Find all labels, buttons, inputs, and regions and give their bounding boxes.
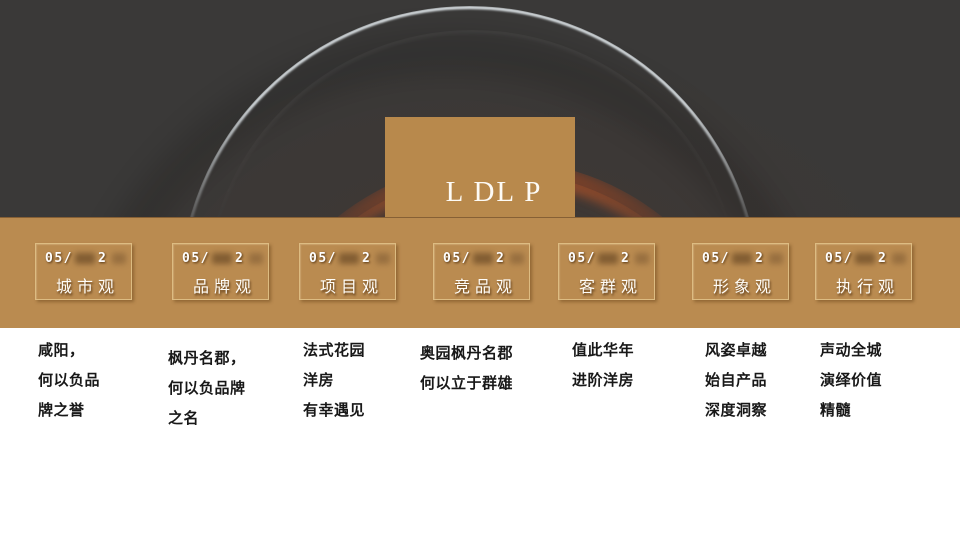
description-line: 之名 (168, 410, 200, 427)
redacted-text-blur (211, 252, 232, 264)
section-label: 项目观 (319, 277, 383, 296)
section-description-project: 法式花园 洋房 有幸遇见 (303, 336, 435, 426)
redacted-text-blur (472, 252, 493, 264)
description-line: 何以负品牌 (168, 380, 246, 397)
section-number-row: 05/ 2 (568, 250, 654, 266)
section-box-brand[interactable]: 05/ 2 品牌观 (172, 243, 269, 300)
section-number-row: 05/ 2 (702, 250, 788, 266)
description-line: 洋房 (303, 372, 335, 389)
section-description-image: 风姿卓越 始自产品 深度洞察 (705, 336, 837, 426)
description-line: 奥园枫丹名郡 (420, 345, 514, 362)
description-line: 有幸遇见 (303, 402, 366, 419)
section-number: 2 (234, 250, 245, 266)
section-prefix: 05/ (443, 250, 471, 266)
section-label: 执行观 (835, 277, 899, 296)
section-label: 城市观 (55, 277, 119, 296)
section-number: 2 (361, 250, 372, 266)
section-box-execution[interactable]: 05/ 2 执行观 (815, 243, 912, 300)
section-box-image[interactable]: 05/ 2 形象观 (692, 243, 789, 300)
description-line: 枫丹名郡， (168, 350, 246, 367)
redacted-text-blur (112, 252, 127, 264)
section-description-execution: 声动全城 演绎价值 精髓 (820, 336, 952, 426)
description-line: 值此华年 (572, 342, 635, 359)
hero-image (0, 0, 960, 217)
section-number-row: 05/ 2 (45, 250, 131, 266)
description-line: 牌之誉 (38, 402, 85, 419)
section-box-city[interactable]: 05/ 2 城市观 (35, 243, 132, 300)
section-number: 2 (97, 250, 108, 266)
section-prefix: 05/ (568, 250, 596, 266)
section-label: 品牌观 (192, 277, 256, 296)
redacted-text-blur (769, 252, 784, 264)
description-line: 进阶洋房 (572, 372, 635, 389)
section-number: 2 (877, 250, 888, 266)
section-description-customers: 值此华年 进阶洋房 (572, 336, 704, 396)
redacted-text-blur (249, 252, 264, 264)
redacted-text-blur (338, 252, 359, 264)
section-number: 2 (620, 250, 631, 266)
description-line: 演绎价值 (820, 372, 883, 389)
redacted-text-blur (892, 252, 907, 264)
section-band: 05/ 2 城市观 05/ 2 品牌观 05/ 2 项目观 (0, 217, 960, 328)
description-line: 咸阳， (38, 342, 85, 359)
section-number-row: 05/ 2 (182, 250, 268, 266)
description-line: 风姿卓越 (705, 342, 768, 359)
section-number-row: 05/ 2 (825, 250, 911, 266)
description-line: 始自产品 (705, 372, 768, 389)
section-description-competition: 奥园枫丹名郡 何以立于群雄 (420, 339, 552, 399)
section-label: 竞品观 (453, 277, 517, 296)
section-description-city: 咸阳， 何以负品 牌之誉 (38, 336, 170, 426)
description-line: 何以负品 (38, 372, 101, 389)
section-box-competition[interactable]: 05/ 2 竞品观 (433, 243, 530, 300)
redacted-text-blur (731, 252, 752, 264)
description-line: 精髓 (820, 402, 852, 419)
title-box: L DL P (385, 117, 575, 217)
description-line: 法式花园 (303, 342, 366, 359)
description-line: 何以立于群雄 (420, 375, 514, 392)
section-prefix: 05/ (309, 250, 337, 266)
redacted-text-blur (510, 252, 525, 264)
slide-title: L DL P (445, 176, 543, 208)
section-number: 2 (495, 250, 506, 266)
section-label: 客群观 (578, 277, 642, 296)
section-prefix: 05/ (182, 250, 210, 266)
section-prefix: 05/ (702, 250, 730, 266)
redacted-text-blur (854, 252, 875, 264)
section-box-project[interactable]: 05/ 2 项目观 (299, 243, 396, 300)
description-line: 声动全城 (820, 342, 883, 359)
section-number-row: 05/ 2 (309, 250, 395, 266)
section-number: 2 (754, 250, 765, 266)
section-prefix: 05/ (825, 250, 853, 266)
section-box-customers[interactable]: 05/ 2 客群观 (558, 243, 655, 300)
redacted-text-blur (635, 252, 650, 264)
section-number-row: 05/ 2 (443, 250, 529, 266)
description-line: 深度洞察 (705, 402, 768, 419)
redacted-text-blur (74, 252, 95, 264)
redacted-text-blur (597, 252, 618, 264)
section-prefix: 05/ (45, 250, 73, 266)
redacted-text-blur (376, 252, 391, 264)
section-description-brand: 枫丹名郡， 何以负品牌 之名 (168, 344, 300, 434)
section-label: 形象观 (712, 277, 776, 296)
